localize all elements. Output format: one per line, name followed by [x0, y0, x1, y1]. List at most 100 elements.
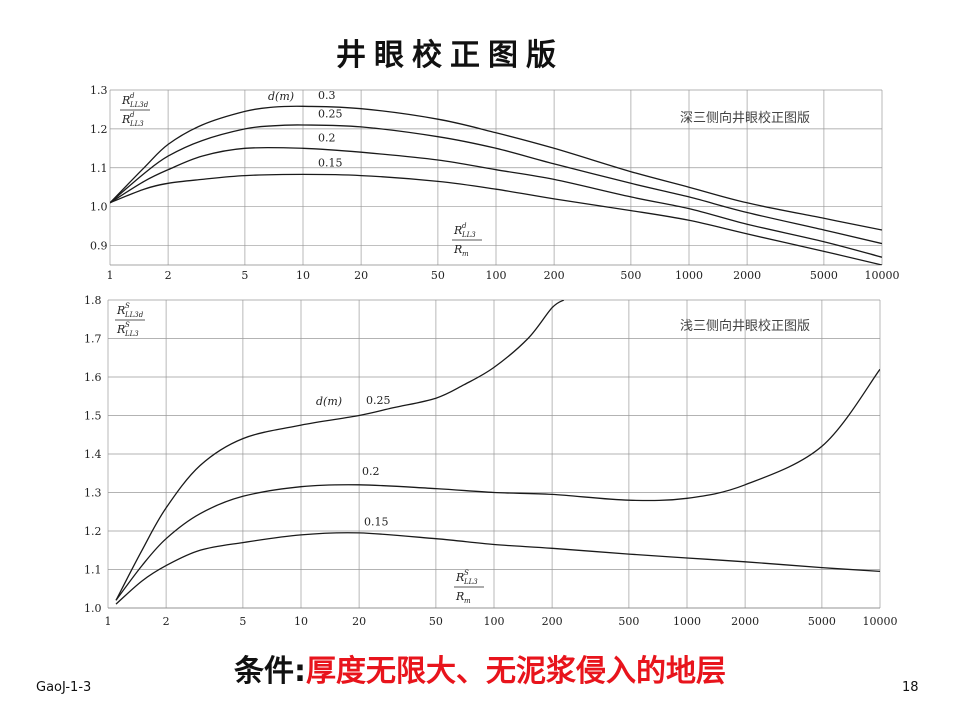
x-axis-label-numerator-sup: S [464, 569, 469, 577]
series-label-0.25: 0.25 [318, 108, 343, 121]
series-label-0.15: 0.15 [318, 157, 343, 170]
y-axis-label-denominator-symbol: R [121, 113, 130, 126]
y-tick-label: 1.0 [84, 602, 102, 615]
series-label-0.25: 0.25 [366, 394, 391, 407]
x-tick-label: 10 [294, 615, 308, 628]
y-tick-label: 0.9 [90, 240, 108, 253]
series-line-0.25 [115, 300, 565, 601]
x-axis-label-numerator-symbol: R [455, 571, 464, 584]
condition-note: 条件:厚度无限大、无泥浆侵入的地层 [0, 646, 960, 690]
x-tick-label: 10000 [863, 615, 898, 628]
x-axis-label-denominator-sub: m [464, 597, 471, 605]
x-tick-label: 2000 [733, 269, 761, 282]
x-tick-label: 50 [429, 615, 443, 628]
x-tick-label: 5 [239, 615, 246, 628]
series-label-0.15: 0.15 [364, 515, 389, 528]
series-line-0.15 [110, 173, 882, 265]
x-axis-label-denominator-symbol: R [453, 243, 462, 256]
x-tick-label: 500 [620, 269, 641, 282]
page-number: 18 [902, 680, 919, 695]
series-line-0.3 [110, 105, 882, 231]
x-tick-label: 500 [618, 615, 639, 628]
x-tick-label: 5000 [808, 615, 836, 628]
x-tick-label: 10 [296, 269, 310, 282]
y-axis-label-denominator-sub: LL3 [124, 330, 139, 338]
x-tick-label: 2 [163, 615, 170, 628]
series-line-0.15 [115, 532, 880, 605]
x-tick-label: 2000 [731, 615, 759, 628]
y-tick-label: 1.6 [84, 371, 102, 384]
series-label-0.2: 0.2 [318, 131, 336, 144]
y-tick-label: 1.5 [84, 410, 102, 423]
x-axis-label-numerator-sub: LL3 [461, 231, 476, 239]
series-line-0.25 [110, 124, 882, 245]
y-axis-label-denominator-sup: S [125, 321, 130, 329]
x-tick-label: 200 [542, 615, 563, 628]
y-tick-label: 1.2 [84, 525, 102, 538]
x-tick-label: 1 [107, 269, 114, 282]
y-tick-label: 1.1 [84, 564, 102, 577]
x-axis-label-numerator-symbol: R [453, 224, 462, 237]
y-tick-label: 1.7 [84, 333, 102, 346]
x-tick-label: 2 [165, 269, 172, 282]
x-tick-label: 20 [354, 269, 368, 282]
y-axis-label-denominator-sup: d [130, 111, 135, 119]
x-tick-label: 10000 [865, 269, 900, 282]
x-tick-label: 1 [105, 615, 112, 628]
y-tick-label: 1.8 [84, 294, 102, 307]
y-axis-label-numerator-symbol: R [116, 304, 125, 317]
y-axis-label-numerator-sub: LL3d [124, 311, 144, 319]
x-tick-label: 5000 [810, 269, 838, 282]
series-label-0.3: 0.3 [318, 89, 336, 102]
y-tick-label: 1.2 [90, 123, 108, 136]
condition-label: 条件: [234, 654, 306, 689]
x-axis-label-numerator-sub: LL3 [463, 578, 478, 586]
chart-title: 浅三侧向井眼校正图版 [680, 318, 810, 334]
y-axis-label-numerator-symbol: R [121, 94, 130, 107]
x-tick-label: 100 [486, 269, 507, 282]
y-tick-label: 1.3 [84, 487, 102, 500]
x-tick-label: 50 [431, 269, 445, 282]
legend-title: d(m) [316, 395, 342, 408]
slide-title: 井眼校正图版 [336, 38, 564, 73]
x-tick-label: 1000 [673, 615, 701, 628]
x-tick-label: 5 [241, 269, 248, 282]
y-axis-label-numerator-sub: LL3d [129, 101, 149, 109]
y-axis-label-numerator-sup: S [125, 302, 130, 310]
x-axis-label-denominator-sub: m [462, 250, 469, 258]
series-line-0.2 [110, 146, 882, 258]
series-label-0.2: 0.2 [362, 465, 380, 478]
y-tick-label: 1.3 [90, 84, 108, 97]
x-tick-label: 200 [544, 269, 565, 282]
y-tick-label: 1.0 [90, 201, 108, 214]
chart-1: 1 2 5 10 20 50 100 200 500 1000 2000 5000 10000 0.9 1.… [90, 84, 900, 282]
x-tick-label: 20 [352, 615, 366, 628]
x-tick-label: 100 [484, 615, 505, 628]
x-tick-label: 1000 [675, 269, 703, 282]
legend-title: d(m) [268, 90, 294, 103]
y-axis-label-numerator-sup: d [130, 92, 135, 100]
x-axis-label-numerator-sup: d [462, 222, 467, 230]
y-tick-label: 1.1 [90, 162, 108, 175]
chart-2: 1 2 5 10 20 50 100 200 500 1000 2000 5000 10000 1.0 1.… [84, 294, 898, 628]
condition-text: 厚度无限大、无泥浆侵入的地层 [306, 654, 726, 689]
chart-title: 深三侧向井眼校正图版 [680, 110, 810, 126]
x-axis-label-denominator-symbol: R [455, 590, 464, 603]
y-tick-label: 1.4 [84, 448, 102, 461]
y-axis-label-denominator-sub: LL3 [129, 120, 144, 128]
y-axis-label-denominator-symbol: R [116, 323, 125, 336]
series-line-0.2 [115, 368, 880, 601]
